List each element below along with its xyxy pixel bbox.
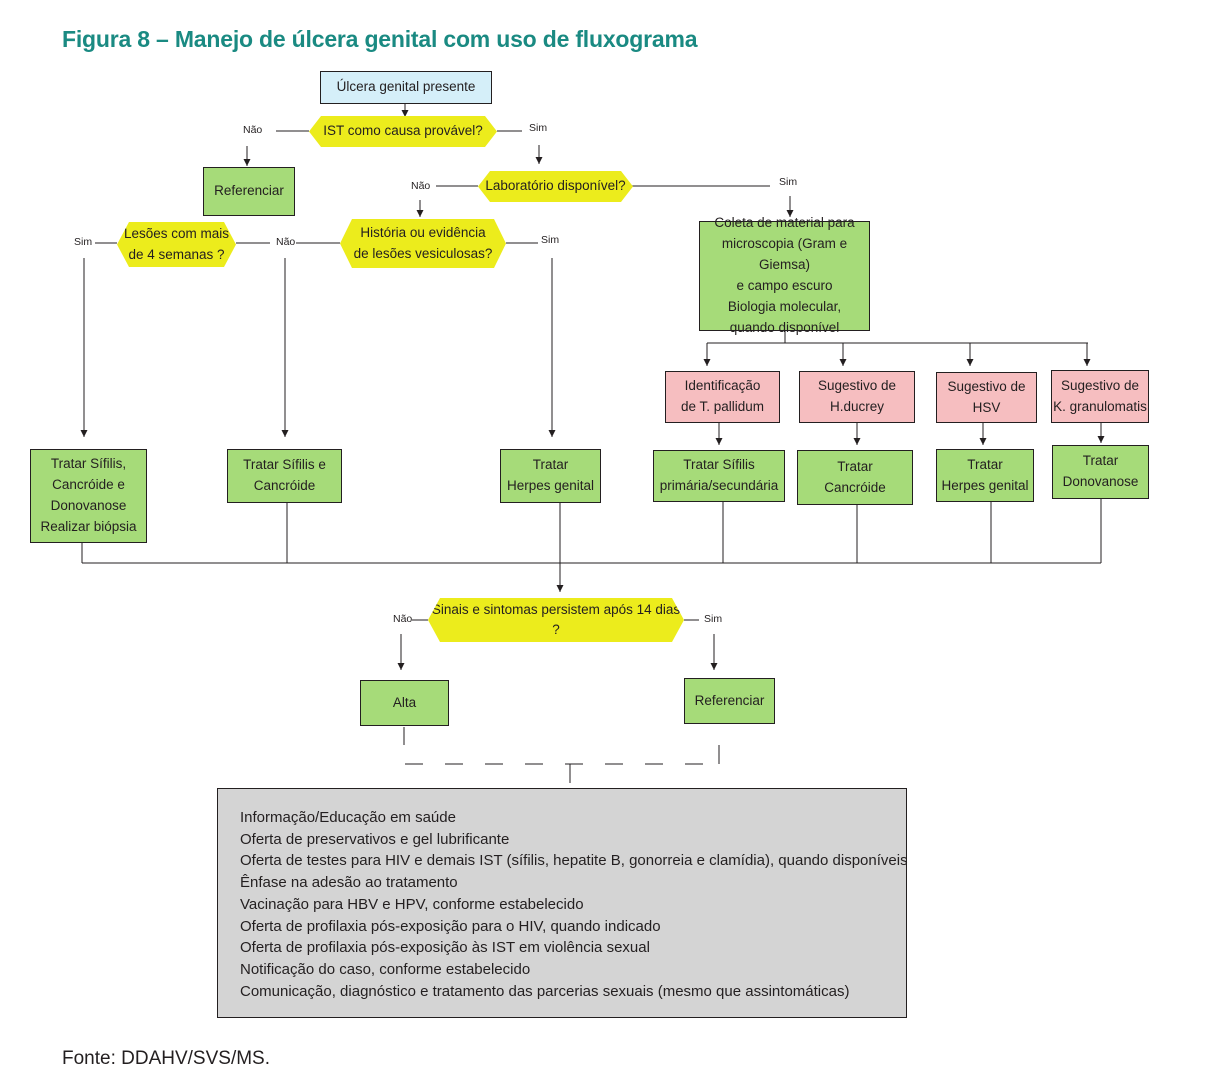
action-coleta-material: Coleta de material para microscopia (Gra… bbox=[699, 215, 870, 335]
decision-laboratorio: Laboratório disponível? bbox=[478, 171, 633, 202]
info-item: Ênfase na adesão ao tratamento bbox=[240, 874, 458, 892]
info-item: Oferta de profilaxia pós-exposição às IS… bbox=[240, 939, 650, 957]
action-tratar-herpes-genital-2: Tratar Herpes genital bbox=[936, 449, 1034, 502]
finding-hsv: Sugestivo de HSV bbox=[936, 372, 1037, 423]
branch-label-lab-yes: Sim bbox=[779, 176, 798, 188]
info-item: Oferta de preservativos e gel lubrifican… bbox=[240, 830, 510, 848]
finding-k-granulomatis: Sugestivo de K. granulomatis bbox=[1051, 370, 1149, 423]
info-box: Informação/Educação em saúde Oferta de p… bbox=[217, 788, 908, 1018]
action-tratar-donovanose: Tratar Donovanose bbox=[1052, 445, 1149, 499]
info-item: Comunicação, diagnóstico e tratamento da… bbox=[240, 982, 850, 1000]
action-tratar-sifilis-primaria: Tratar Sífilis primária/secundária bbox=[653, 450, 785, 502]
branch-label-sinais-yes: Sim bbox=[704, 613, 723, 625]
info-item: Oferta de testes para HIV e demais IST (… bbox=[240, 852, 908, 870]
start-node-ulcera-genital: Úlcera genital presente bbox=[320, 71, 492, 104]
finding-h-ducrey: Sugestivo de H.ducrey bbox=[799, 371, 915, 423]
finding-t-pallidum: Identificação de T. pallidum bbox=[665, 371, 780, 423]
branch-label-lab-no: Não bbox=[411, 180, 431, 192]
action-alta: Alta bbox=[360, 680, 449, 726]
branch-label-historia-yes: Sim bbox=[541, 234, 560, 246]
branch-label-ist-yes: Sim bbox=[529, 122, 548, 134]
info-item: Oferta de profilaxia pós-exposição para … bbox=[240, 917, 661, 935]
decision-lesoes-4-semanas: Lesões com mais de 4 semanas ? bbox=[117, 222, 236, 267]
action-tratar-sifilis-cancroide-donovanose: Tratar Sífilis, Cancróide e Donovanose R… bbox=[30, 449, 147, 543]
info-item: Notificação do caso, conforme estabeleci… bbox=[240, 960, 531, 978]
branch-label-lesoes-no: Não bbox=[276, 236, 296, 248]
source-note: Fonte: DDAHV/SVS/MS. bbox=[62, 1048, 271, 1069]
info-item: Informação/Educação em saúde bbox=[240, 809, 456, 826]
decision-historia-vesiculosas: História ou evidência de lesões vesiculo… bbox=[340, 219, 506, 268]
action-tratar-sifilis-cancroide: Tratar Sífilis e Cancróide bbox=[227, 449, 342, 503]
branch-label-sinais-no: Não bbox=[393, 613, 413, 625]
action-referenciar-2: Referenciar bbox=[684, 678, 775, 724]
action-referenciar-1: Referenciar bbox=[203, 167, 295, 216]
action-tratar-cancroide: Tratar Cancróide bbox=[797, 450, 913, 505]
info-item: Vacinação para HBV e HPV, conforme estab… bbox=[240, 895, 584, 913]
decision-sinais-sintomas: Sinais e sintomas persistem após 14 dias… bbox=[428, 598, 684, 642]
action-tratar-herpes-genital-1: Tratar Herpes genital bbox=[500, 449, 601, 503]
branch-label-ist-no: Não bbox=[243, 124, 263, 136]
decision-ist-causa: IST como causa provável? bbox=[309, 116, 497, 147]
figure-title: Figura 8 – Manejo de úlcera genital com … bbox=[62, 26, 698, 52]
branch-label-lesoes-yes: Sim bbox=[74, 236, 93, 248]
